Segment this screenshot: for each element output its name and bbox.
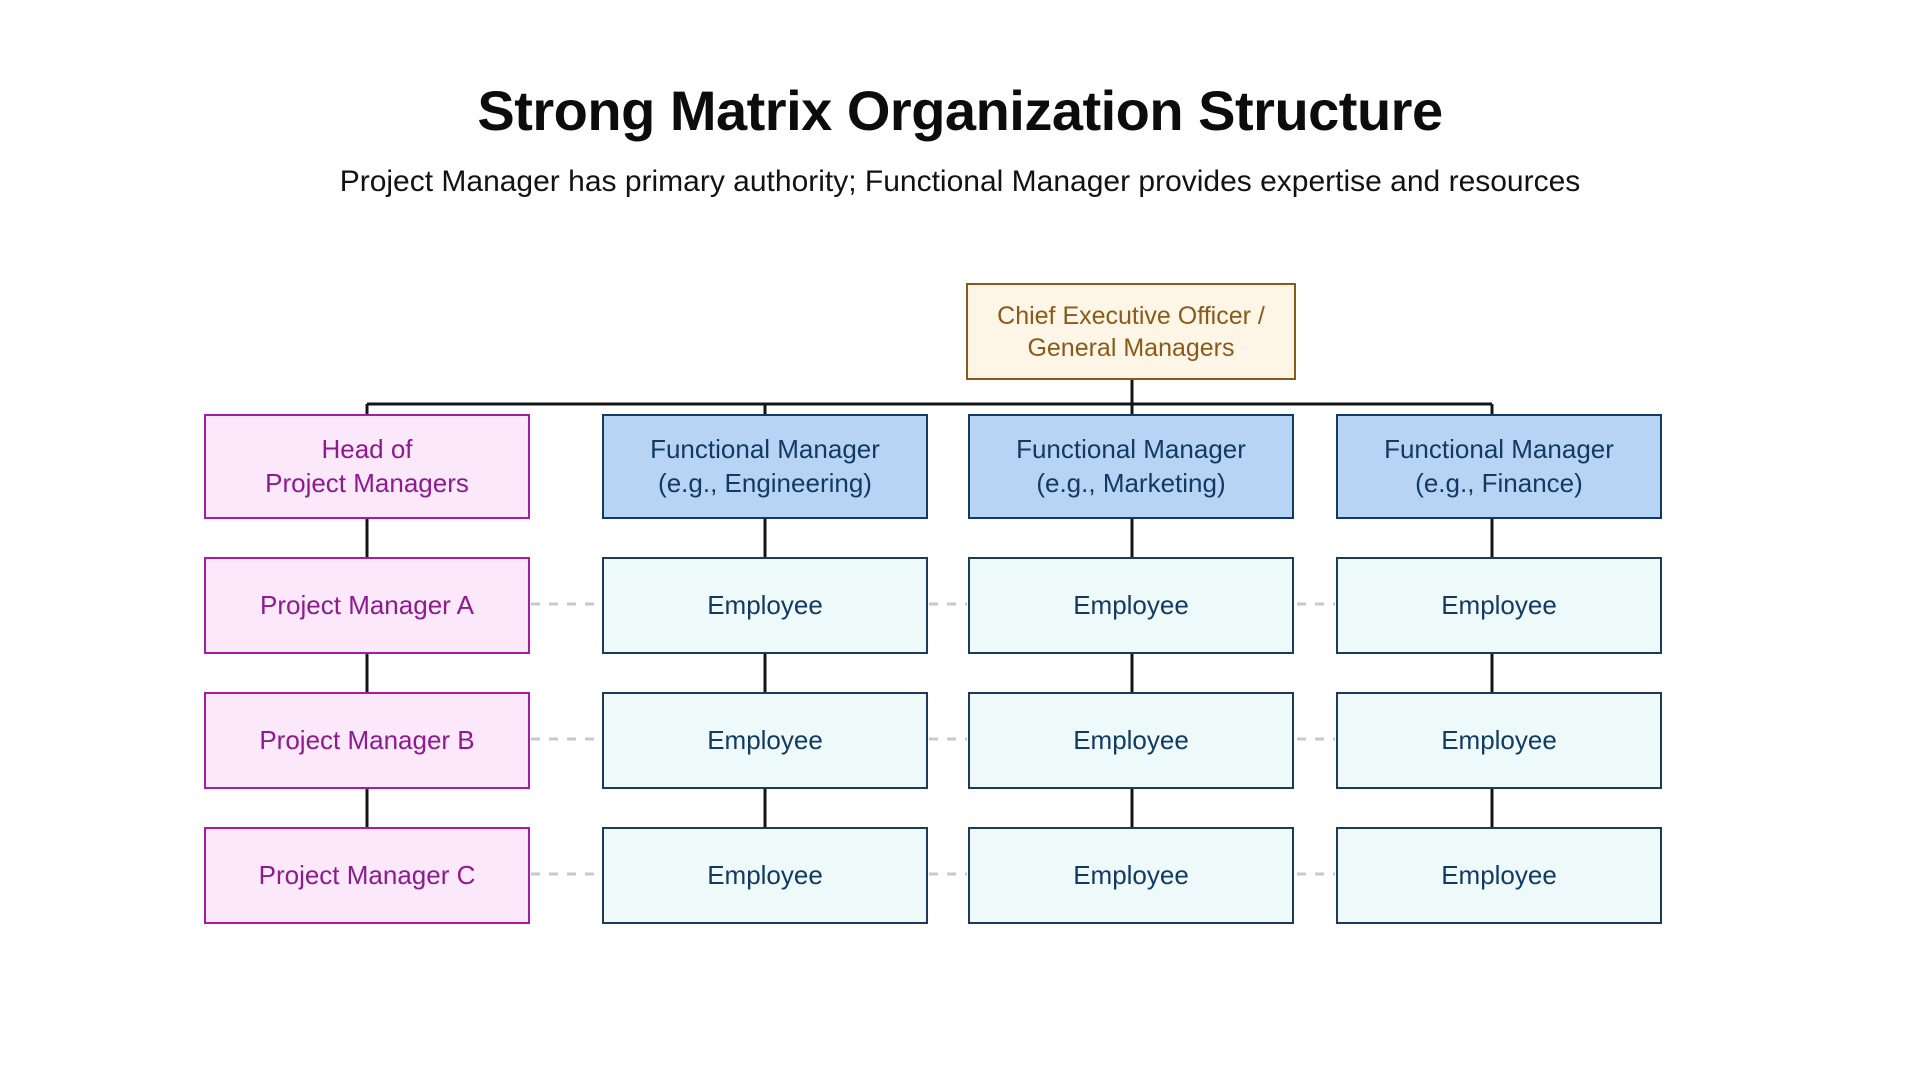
node-head-of-project-managers-label: Head of Project Managers [265, 434, 469, 498]
node-employee-col4-row3-label: Employee [1441, 859, 1557, 890]
node-employee-col3-row2[interactable]: Employee [968, 692, 1294, 789]
node-employee-col4-row2[interactable]: Employee [1336, 692, 1662, 789]
node-project-manager-c[interactable]: Project Manager C [204, 827, 530, 924]
node-employee-col3-row3[interactable]: Employee [968, 827, 1294, 924]
node-functional-manager-finance-label: Functional Manager (e.g., Finance) [1384, 434, 1614, 498]
node-employee-col3-row3-label: Employee [1073, 859, 1189, 890]
node-executive-label: Chief Executive Officer / General Manage… [997, 301, 1265, 362]
node-employee-col3-row2-label: Employee [1073, 724, 1189, 755]
node-project-manager-c-label: Project Manager C [258, 859, 476, 890]
node-employee-col2-row3[interactable]: Employee [602, 827, 928, 924]
chart-header: Strong Matrix Organization Structure Pro… [0, 0, 1920, 199]
node-executive[interactable]: Chief Executive Officer / General Manage… [966, 283, 1296, 380]
node-functional-manager-engineering[interactable]: Functional Manager (e.g., Engineering) [602, 414, 928, 519]
page-subtitle: Project Manager has primary authority; F… [339, 165, 1581, 198]
node-employee-col4-row3[interactable]: Employee [1336, 827, 1662, 924]
node-employee-col2-row1-label: Employee [707, 589, 823, 620]
node-functional-manager-marketing-label: Functional Manager (e.g., Marketing) [1016, 434, 1246, 498]
node-employee-col3-row1[interactable]: Employee [968, 557, 1294, 654]
node-project-manager-a[interactable]: Project Manager A [204, 557, 530, 654]
page-title: Strong Matrix Organization Structure [477, 79, 1443, 142]
node-head-of-project-managers[interactable]: Head of Project Managers [204, 414, 530, 519]
node-functional-manager-finance[interactable]: Functional Manager (e.g., Finance) [1336, 414, 1662, 519]
node-project-manager-b[interactable]: Project Manager B [204, 692, 530, 789]
node-employee-col2-row2[interactable]: Employee [602, 692, 928, 789]
node-employee-col3-row1-label: Employee [1073, 589, 1189, 620]
node-project-manager-b-label: Project Manager B [259, 724, 475, 755]
node-employee-col2-row3-label: Employee [707, 859, 823, 890]
node-functional-manager-marketing[interactable]: Functional Manager (e.g., Marketing) [968, 414, 1294, 519]
node-employee-col2-row1[interactable]: Employee [602, 557, 928, 654]
node-employee-col2-row2-label: Employee [707, 724, 823, 755]
node-functional-manager-engineering-label: Functional Manager (e.g., Engineering) [650, 434, 880, 498]
node-employee-col4-row1[interactable]: Employee [1336, 557, 1662, 654]
node-project-manager-a-label: Project Manager A [260, 589, 474, 620]
node-employee-col4-row2-label: Employee [1441, 724, 1557, 755]
node-employee-col4-row1-label: Employee [1441, 589, 1557, 620]
